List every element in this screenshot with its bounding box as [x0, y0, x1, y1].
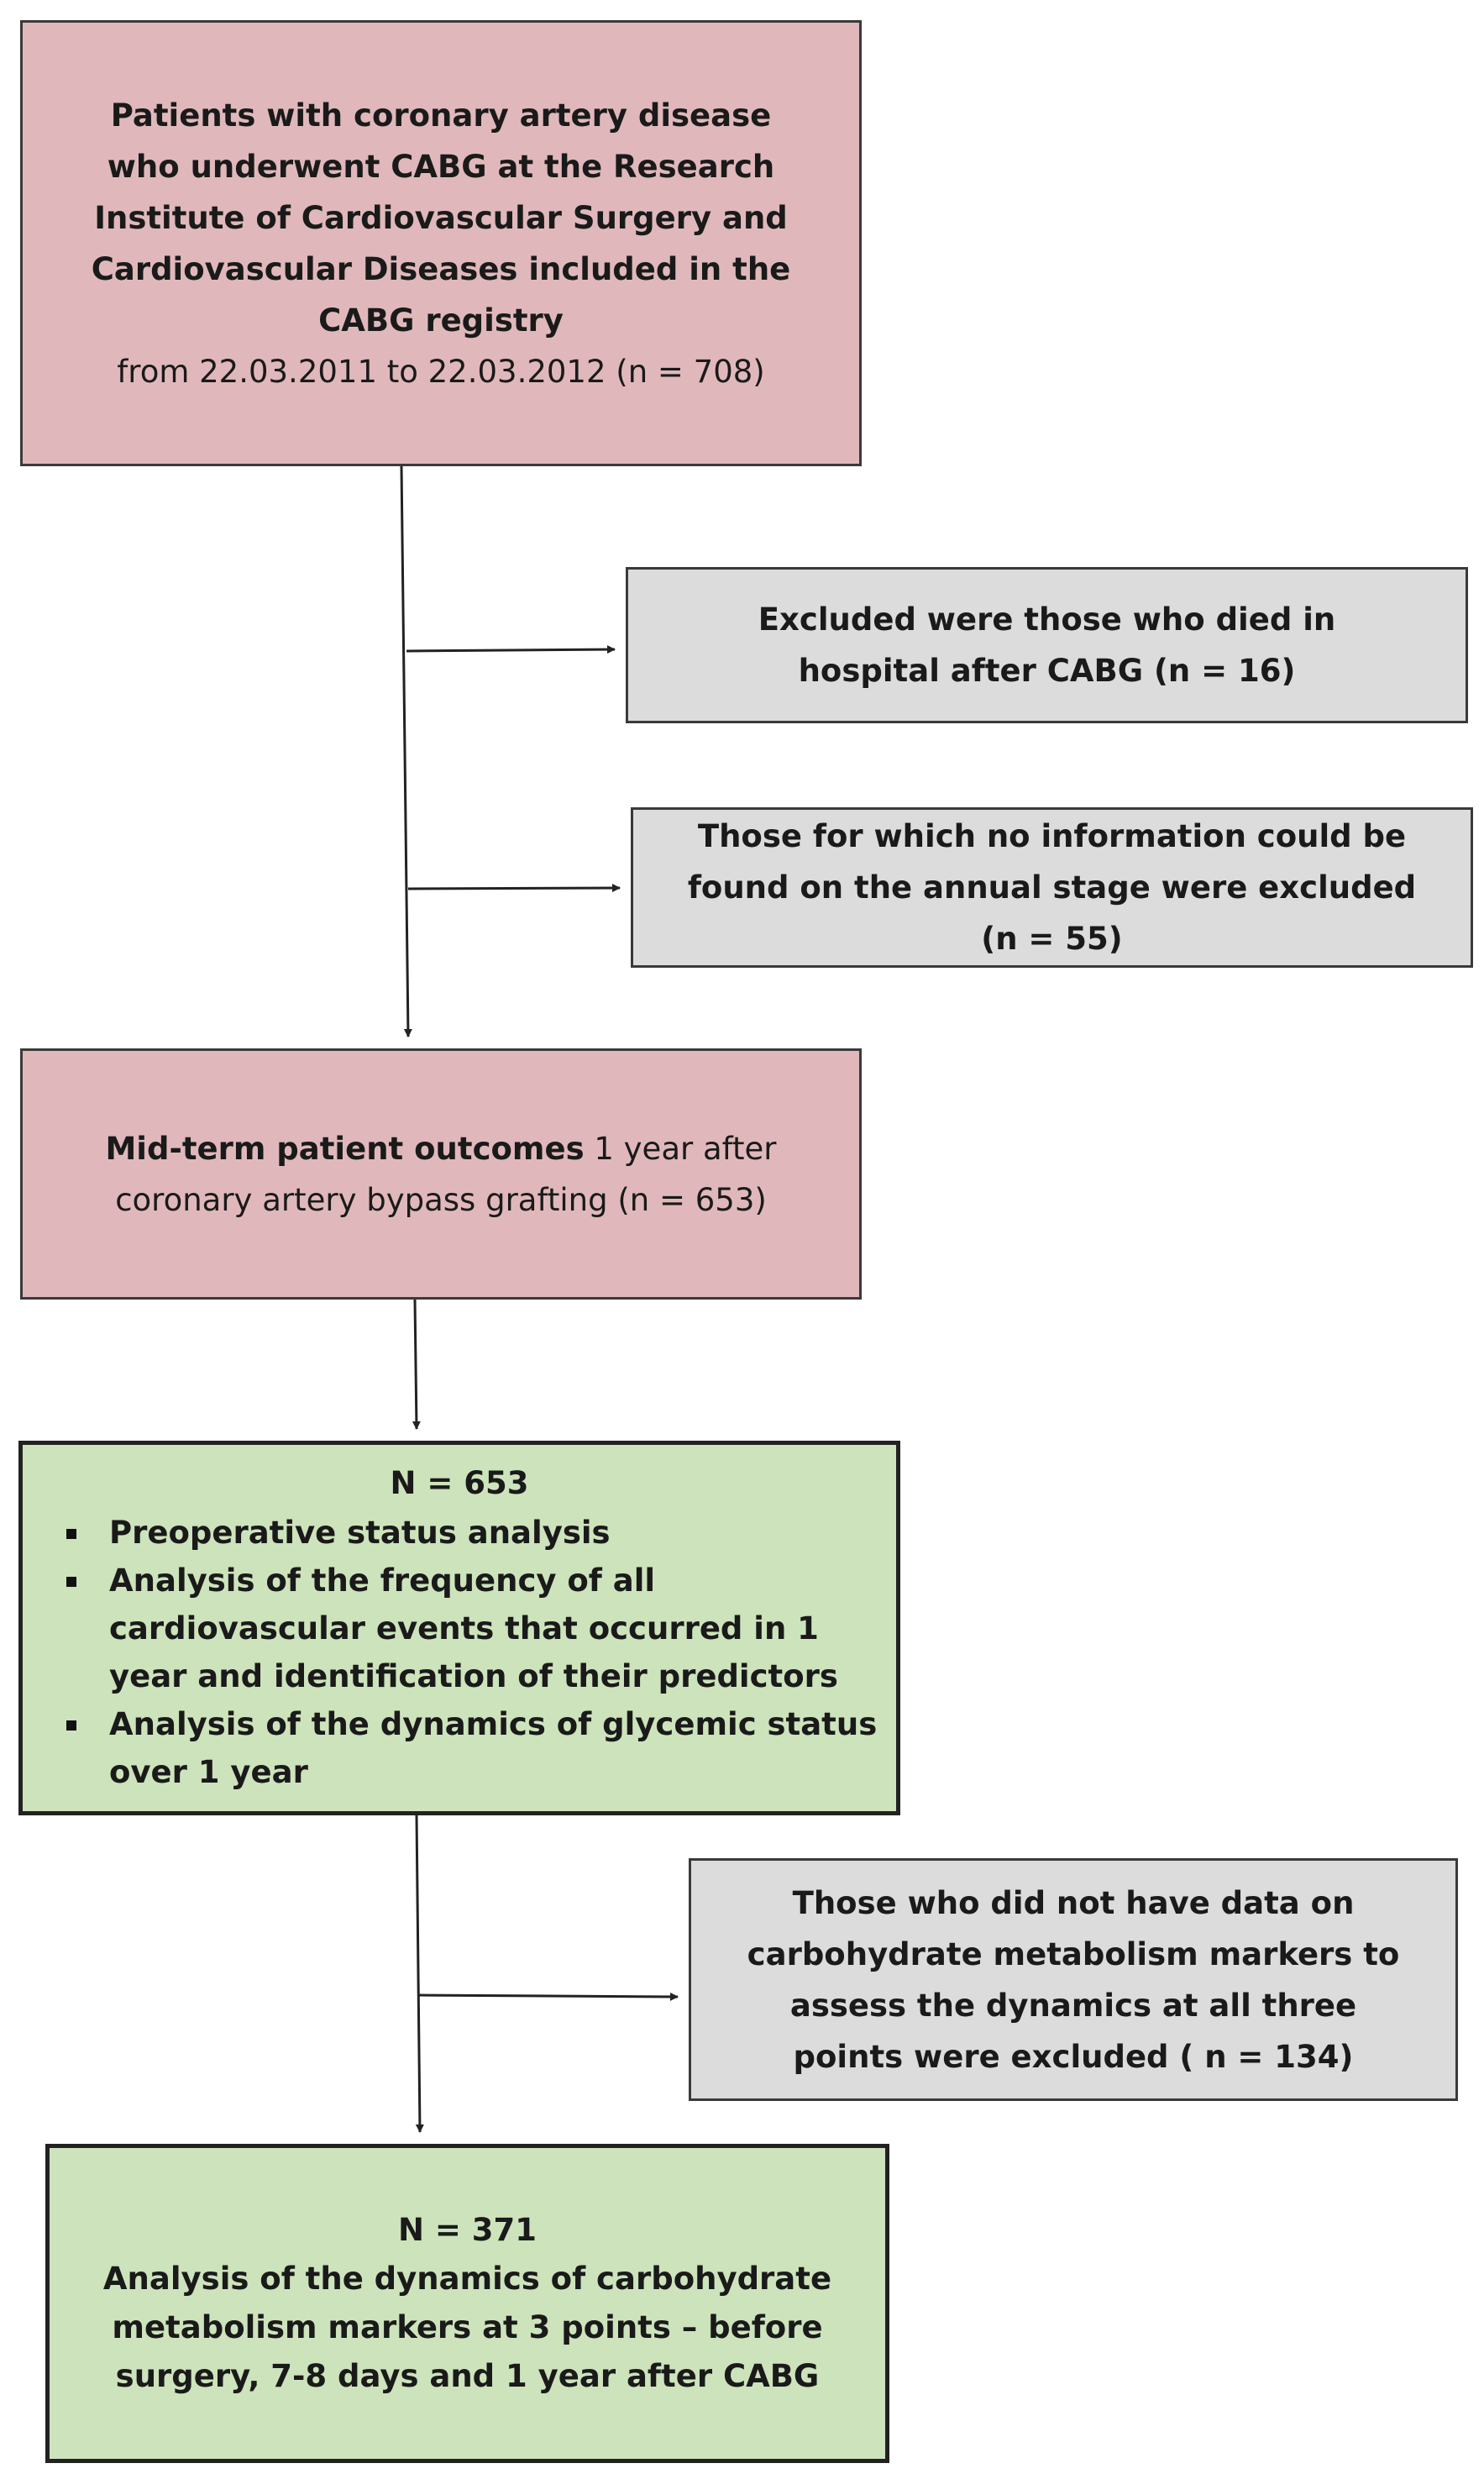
- midterm-box: Mid-term patient outcomes 1 year after c…: [20, 1048, 862, 1300]
- excluded-no-info-text: Those for which no information could be …: [687, 818, 1417, 957]
- group-653-list: Preoperative status analysis Analysis of…: [39, 1509, 879, 1796]
- group-371-title: N = 371: [398, 2212, 537, 2248]
- midterm-text: 1 year after coronary artery bypass graf…: [115, 1130, 777, 1218]
- arrow-to-excluded-no-info: [407, 884, 621, 893]
- group-371-text: Analysis of the dynamics of carbohydrate…: [102, 2261, 832, 2394]
- registry-box: Patients with coronary artery disease wh…: [20, 20, 862, 466]
- arrow-midterm-to-653: [412, 1299, 421, 1430]
- excluded-died-text: Excluded were those who died in hospital…: [758, 601, 1336, 689]
- group-653-item: Preoperative status analysis: [39, 1509, 879, 1557]
- registry-period: from 22.03.2011 to 22.03.2012 (n = 708): [117, 353, 765, 390]
- midterm-bold: Mid-term patient outcomes: [105, 1130, 585, 1167]
- arrow-to-excluded-no-data: [417, 1992, 679, 2001]
- group-653-item: Analysis of the dynamics of glycemic sta…: [39, 1700, 879, 1796]
- arrow-registry-to-midterm: [400, 465, 412, 1037]
- group-371-box: N = 371 Analysis of the dynamics of carb…: [45, 2144, 889, 2463]
- arrow-to-excluded-died: [406, 645, 616, 654]
- excluded-no-data-box: Those who did not have data on carbohydr…: [689, 1858, 1458, 2101]
- group-653-box: N = 653 Preoperative status analysis Ana…: [18, 1441, 900, 1815]
- excluded-died-box: Excluded were those who died in hospital…: [626, 567, 1468, 723]
- arrow-653-to-371: [415, 1815, 424, 2133]
- registry-text: Patients with coronary artery disease wh…: [91, 97, 791, 339]
- group-653-title: N = 653: [390, 1465, 529, 1501]
- excluded-no-info-box: Those for which no information could be …: [631, 807, 1473, 968]
- group-653-item: Analysis of the frequency of all cardiov…: [39, 1557, 879, 1700]
- excluded-no-data-text: Those who did not have data on carbohydr…: [747, 1884, 1400, 2075]
